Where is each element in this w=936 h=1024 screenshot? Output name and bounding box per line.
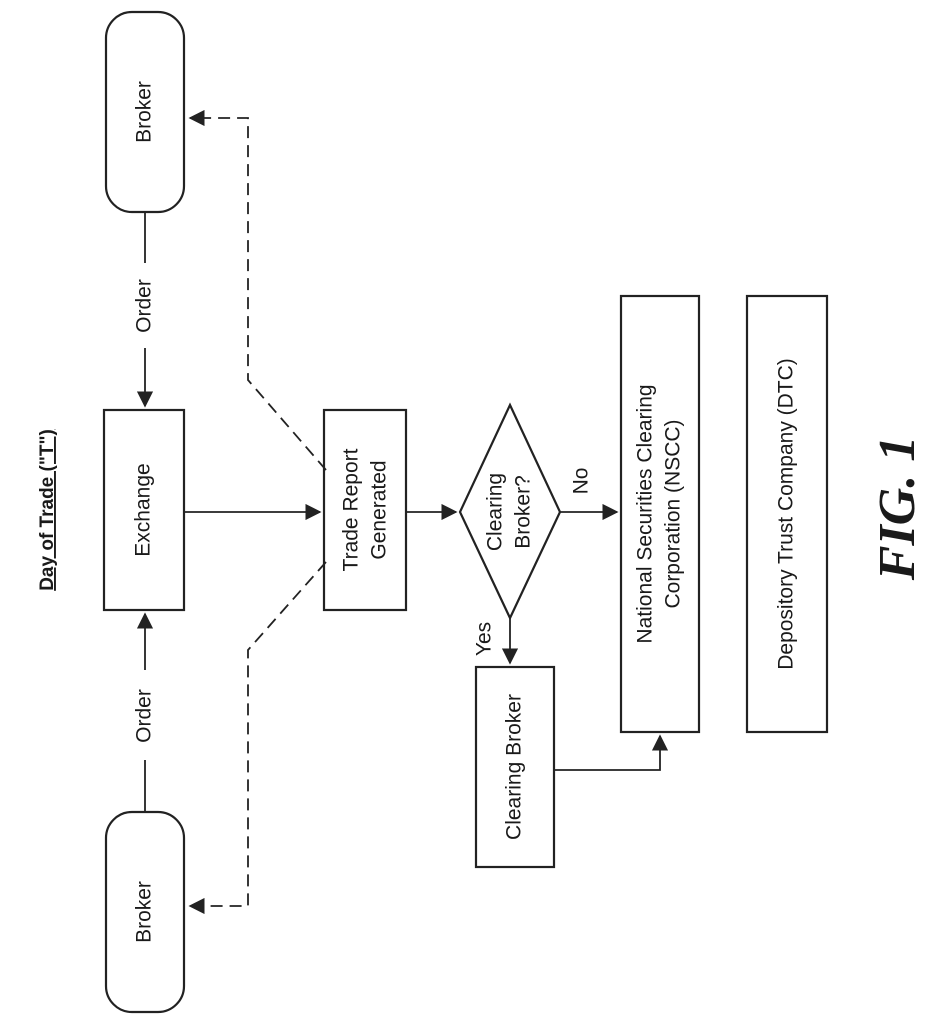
nscc-label-line2: Corporation (NSCC) bbox=[662, 419, 685, 608]
diagram-header: Day of Trade ("T") bbox=[37, 429, 58, 591]
broker-bottom-label: Broker bbox=[133, 881, 156, 943]
trade-report-label-line1: Trade Report bbox=[340, 448, 363, 571]
exchange-label: Exchange bbox=[132, 463, 155, 556]
report-to-broker-top-dashed bbox=[190, 118, 326, 470]
decision-label-line1: Clearing bbox=[484, 473, 507, 551]
figure-label: FIG. 1 bbox=[869, 436, 926, 581]
no-label: No bbox=[570, 468, 593, 495]
clearing-broker-decision bbox=[460, 405, 560, 618]
clearing-broker-label: Clearing Broker bbox=[503, 694, 526, 840]
nscc-label-line1: National Securities Clearing bbox=[634, 384, 657, 643]
order-bottom-label: Order bbox=[133, 689, 156, 743]
decision-label-line2: Broker? bbox=[512, 475, 535, 549]
dtc-label: Depository Trust Company (DTC) bbox=[775, 358, 798, 670]
yes-label: Yes bbox=[473, 622, 496, 656]
trade-report-node bbox=[324, 410, 406, 610]
order-top-label: Order bbox=[133, 279, 156, 333]
clearing-broker-to-nscc-arrow bbox=[554, 736, 660, 770]
report-to-broker-bottom-dashed bbox=[190, 562, 326, 906]
trade-report-label-line2: Generated bbox=[368, 460, 391, 559]
broker-top-label: Broker bbox=[133, 81, 156, 143]
